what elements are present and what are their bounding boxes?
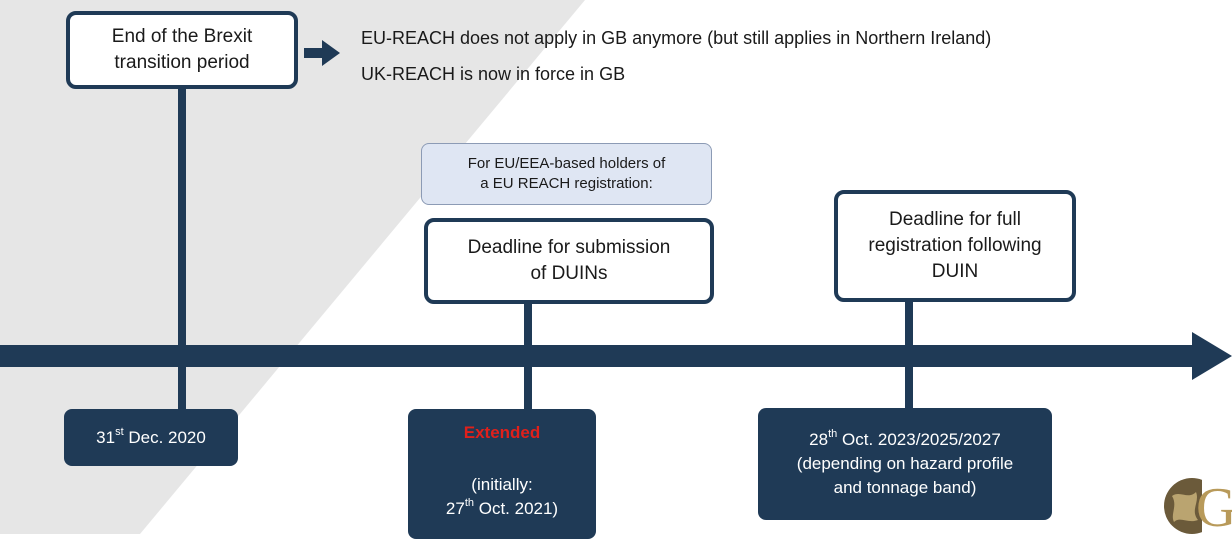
globe-icon <box>1164 478 1202 534</box>
date-3-line-2: (depending on hazard profile <box>796 454 1014 473</box>
note-line-2: a EU REACH registration: <box>480 175 653 192</box>
event-3-line-3: DUIN <box>931 261 979 282</box>
date-2-line-3: 27th Oct. 2021) <box>446 497 558 521</box>
event-brexit-transition-end: End of the Brexit transition period <box>66 11 298 89</box>
date-2-sup: th <box>464 497 474 510</box>
connector-line-1 <box>178 88 186 410</box>
date-1-rest: Dec. 2020 <box>123 427 206 447</box>
event-1-line-1: End of the Brexit <box>111 26 253 47</box>
info-line-1: EU-REACH does not apply in GB anymore (b… <box>361 28 992 48</box>
info-line-2: UK-REACH is now in force in GB <box>361 64 626 84</box>
date-1-text: 31st Dec. 2020 <box>96 426 206 450</box>
date-1-sup: st <box>115 425 124 438</box>
event-3-line-1: Deadline for full <box>888 209 1021 230</box>
date-3-sup: th <box>828 428 838 441</box>
event-duin-deadline: Deadline for submission of DUINs <box>424 218 714 304</box>
date-3-line-1: 28th Oct. 2023/2025/2027 <box>809 428 1001 452</box>
date-1-num: 31 <box>96 427 116 447</box>
date-box-2: Extended (initially: 27th Oct. 2021) <box>408 409 596 539</box>
date-2-line-2: (initially: <box>471 475 533 494</box>
date-2-rest: Oct. 2021) <box>474 499 559 518</box>
company-logo: GP <box>1162 470 1232 534</box>
event-2-line-2: of DUINs <box>530 263 608 284</box>
date-3-line-3: and tonnage band) <box>833 478 977 497</box>
date-3-rest: Oct. 2023/2025/2027 <box>837 430 1001 449</box>
timeline-arrowhead-icon <box>1192 332 1232 380</box>
date-3-num: 28 <box>809 430 829 449</box>
date-2-num: 27 <box>445 499 465 518</box>
date-box-3: 28th Oct. 2023/2025/2027 (depending on h… <box>758 408 1052 520</box>
date-box-1: 31st Dec. 2020 <box>64 409 238 466</box>
logo-text: GP <box>1196 477 1232 534</box>
event-full-registration-deadline: Deadline for full registration following… <box>834 190 1076 302</box>
event-1-line-2: transition period <box>114 52 250 73</box>
event-3-line-2: registration following <box>868 235 1042 256</box>
arrow-right-icon <box>304 40 340 66</box>
event-2-line-1: Deadline for submission <box>467 237 671 258</box>
note-line-1: For EU/EEA-based holders of <box>467 155 666 172</box>
timeline-bar <box>0 345 1198 367</box>
note-eu-eea-holders: For EU/EEA-based holders of a EU REACH r… <box>421 143 712 205</box>
extended-label: Extended <box>463 423 541 442</box>
